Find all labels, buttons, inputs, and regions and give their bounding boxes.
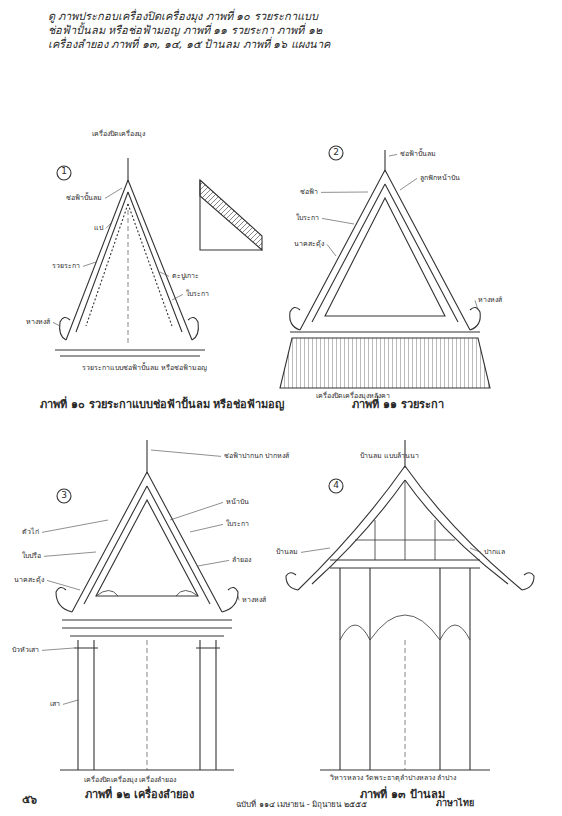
- part-label: หางหงส์: [478, 296, 502, 305]
- figure-caption: ภาพที่ ๑๒ เครื่องลำยอง: [85, 788, 194, 802]
- part-label: หางหงส์: [26, 318, 50, 327]
- part-label: เสา: [50, 700, 60, 709]
- leader-line: [170, 502, 223, 520]
- part-label: ช่อฟ้าปั้นลม: [400, 150, 436, 159]
- part-label: ช่อฟ้าปั้นลม: [66, 194, 102, 203]
- part-label: นาคสะดุ้ง: [14, 576, 44, 585]
- leader-line: [160, 272, 169, 276]
- leader-line: [190, 524, 223, 532]
- drawing-note: รวยระกาแบบช่อฟ้าปั้นลม หรือช่อฟ้ามอญ: [82, 364, 207, 373]
- page-number: ๕๖: [22, 793, 37, 807]
- leader-line: [322, 218, 354, 224]
- leader-line: [53, 322, 60, 326]
- drawing-note: เครื่องปิดเครื่องมุง เครื่องลำยอง: [84, 776, 176, 785]
- figure-caption: ภาพที่ ๑๐ รวยระกาแบบช่อฟ้าปั้นลม หรือช่อ…: [40, 398, 285, 412]
- figure-caption: ภาพที่ ๑๓ ป้านลม: [360, 788, 445, 802]
- part-label: ลำยอง: [232, 556, 251, 565]
- part-label: ช่อฟ้า: [300, 188, 318, 197]
- callout-number: 4: [330, 480, 342, 491]
- leader-line: [327, 244, 336, 256]
- part-label: ใบระกา: [296, 214, 319, 223]
- leader-line: [106, 222, 112, 228]
- leader-line: [470, 548, 481, 552]
- leader-line: [105, 188, 122, 198]
- leader-line: [63, 700, 78, 704]
- part-label: นาคสะดุ้ง: [294, 240, 324, 249]
- leader-line: [198, 560, 229, 566]
- part-label: รวยระกา: [52, 262, 80, 271]
- figure-subtitle: ป้านลม แบบล้านนา: [360, 452, 419, 461]
- callout-number: 1: [58, 166, 70, 177]
- footer-logo: ภาษาไทย: [436, 798, 474, 809]
- part-label: ตัวไก่: [22, 528, 39, 537]
- part-label: หน้าบัน: [226, 498, 249, 507]
- footer-issue: ฉบับที่ ๑๑๔ เมษายน - มิถุนายน ๒๕๕๕: [236, 800, 367, 810]
- part-label: ตะปูเกาะ: [172, 272, 199, 281]
- leader-line: [42, 520, 108, 532]
- leader-line: [151, 450, 221, 456]
- part-label: ใบระกา: [226, 520, 249, 529]
- part-label: ลูกฟักหน้าบัน: [420, 174, 460, 183]
- figure-subtitle: เครื่องปิดเครื่องมุง: [92, 130, 145, 139]
- leader-line: [400, 178, 417, 190]
- drawing-note: วิหารหลวง วัดพระธาตุลำปางหลวง ลำปาง: [330, 774, 456, 783]
- leader-line: [301, 548, 330, 552]
- callout-number: 3: [58, 490, 70, 501]
- part-label: ปากแล: [484, 548, 505, 557]
- leader-line: [321, 192, 368, 193]
- leader-line: [475, 300, 478, 310]
- part-label: ช่อฟ้าปากนก ปากหงส์: [224, 452, 289, 461]
- leader-line: [47, 580, 80, 590]
- leader-line: [238, 596, 239, 600]
- part-label: ใบระกา: [186, 290, 209, 299]
- page-heading: ดู ภาพประกอบเครื่องปิดเครื่องมุง ภาพที่ …: [48, 10, 338, 51]
- part-label: ใบปรือ: [22, 552, 41, 561]
- leader-line: [389, 154, 397, 156]
- leader-line: [42, 648, 74, 650]
- figure-caption: ภาพที่ ๑๑ รวยระกา: [352, 398, 444, 412]
- leader-line: [83, 262, 96, 266]
- callout-number: 2: [330, 147, 342, 158]
- part-label: ป้านลม: [276, 548, 298, 557]
- part-label: แป: [94, 224, 103, 233]
- part-label: หางหงส์: [242, 596, 266, 605]
- leader-line: [172, 294, 183, 300]
- part-label: บัวหัวเสา: [12, 646, 39, 655]
- leader-line: [44, 552, 96, 556]
